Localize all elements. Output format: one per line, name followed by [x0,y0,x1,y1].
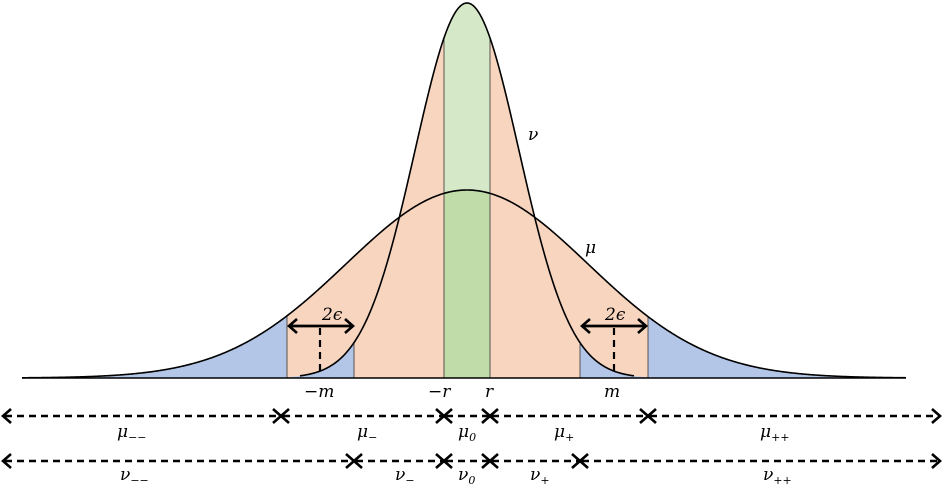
mu-curve [22,189,907,379]
mu-region-label-3: μ+ [554,422,574,444]
region-arrow [442,408,492,424]
nu-region-label-4: ν++ [763,465,792,487]
nu-curve-label: ν [528,125,538,145]
center-region-upper [444,3,490,194]
nu-region-label-2: ν0 [458,465,475,487]
nu-curve [299,2,635,377]
nu-region-label-1: ν− [395,465,415,487]
nu-region-label-0: ν−− [120,465,149,487]
epsilon-marker-left: 2ϵ [287,305,355,376]
tick-neg-r: −r [428,382,451,402]
region-dividers [286,37,649,378]
region-arrow [1,453,356,469]
region-arrow [279,408,446,424]
mu-curve-label: μ [585,238,596,258]
region-arrow [1,408,283,424]
tick-neg-m: −m [304,382,334,402]
mu-region-label-4: μ++ [760,422,790,444]
epsilon-marker-right: 2ϵ [580,305,648,376]
mu-region-arrows [1,408,942,424]
epsilon-label-right: 2ϵ [604,305,626,325]
tick-m: m [604,382,620,402]
mu-region-label-0: μ−− [117,422,147,444]
tick-r: r [485,382,494,402]
region-arrow [578,453,942,469]
mu-region-label-2: μ0 [458,422,476,444]
region-arrow [646,408,942,424]
nu-region-arrows [1,453,942,469]
tail-region-left [22,315,354,378]
center-region-lower [444,190,490,378]
mu-region-label-1: μ− [357,422,377,444]
nu-region-label-3: ν+ [530,465,550,487]
region-arrow [488,408,650,424]
epsilon-label-left: 2ϵ [321,305,343,325]
tail-region-right [580,316,906,378]
